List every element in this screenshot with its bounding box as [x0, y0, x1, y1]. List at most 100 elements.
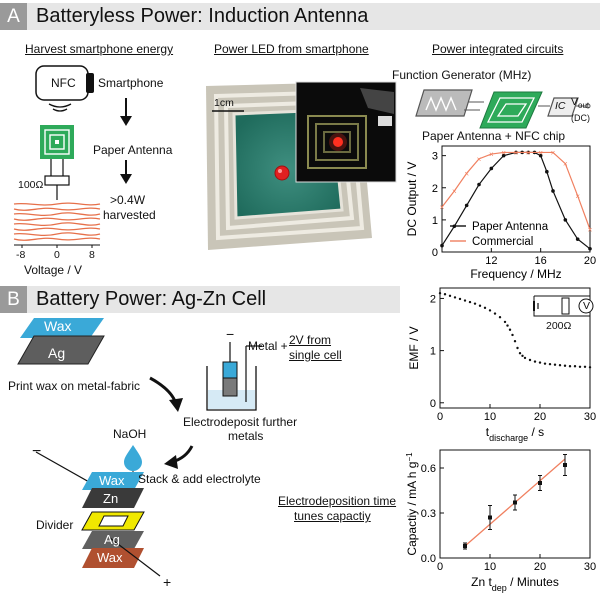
- plot-frame: [441, 145, 591, 253]
- panel-a-title: Batteryless Power: Induction Antenna: [36, 5, 369, 27]
- voltmeter-icon: [578, 298, 594, 314]
- data-point: [501, 153, 506, 158]
- electrode-deposited: [222, 361, 238, 379]
- data-point: [468, 300, 472, 304]
- data-point: ×: [440, 203, 445, 212]
- resistor-200-symbol: [561, 297, 570, 315]
- series-line: [441, 151, 591, 250]
- y-axis-label: DC Output / V: [405, 162, 419, 237]
- voltmeter-label: V: [583, 300, 591, 312]
- x-tick-label: 20: [534, 411, 546, 423]
- vout-text: V: [571, 96, 579, 108]
- led-heading: Power LED from smartphone: [214, 42, 369, 56]
- data-point: [538, 153, 543, 158]
- plus-sign-lead: +: [163, 574, 172, 590]
- data-point: [493, 312, 497, 315]
- x-tick-label: 30: [584, 411, 596, 423]
- data-point: [533, 360, 537, 363]
- data-point: ×: [538, 148, 543, 157]
- data-point: ×: [464, 169, 469, 178]
- data-point: [453, 296, 457, 299]
- paper-antenna-label: Paper Antenna: [93, 143, 173, 157]
- data-point: ×: [551, 148, 556, 157]
- ed-time-line2: tunes capactiy: [294, 509, 371, 523]
- data-point: [568, 365, 572, 368]
- data-point: [548, 362, 552, 366]
- led-photo: [200, 78, 400, 256]
- data-point: [489, 166, 494, 171]
- data-point: [464, 203, 469, 208]
- ic-label: IC: [555, 100, 566, 112]
- resistor-100-symbol: [44, 175, 70, 186]
- y-axis-label: Capactiy / mA h g−1: [405, 452, 420, 556]
- data-point: [543, 362, 547, 365]
- x-tick-label: 10: [484, 561, 496, 573]
- data-point: [523, 356, 527, 360]
- antenna-nfc-label: Paper Antenna + NFC chip: [422, 129, 566, 143]
- data-point: [483, 306, 487, 310]
- power-line2: harvested: [103, 208, 156, 222]
- function-generator-box: [415, 89, 473, 117]
- y-tick-label: 0.3: [421, 508, 436, 520]
- data-point: [575, 237, 580, 241]
- data-point: [558, 364, 562, 367]
- stack-wax-label: Wax: [99, 473, 125, 488]
- data-point: ×: [575, 192, 580, 201]
- y-tick-label: 0: [432, 247, 438, 259]
- beaker: [206, 366, 257, 411]
- nfc-label: NFC: [51, 76, 76, 90]
- y-axis-label-sup: −1: [405, 452, 414, 462]
- wax-layer: [20, 318, 104, 338]
- two-v-line1: 2V from: [289, 333, 332, 347]
- antenna-leads: [50, 159, 64, 176]
- cell-diagram: [17, 318, 262, 577]
- data-point: [506, 324, 509, 327]
- legend-entry: Paper Antenna: [472, 221, 549, 233]
- paper-antenna-icon: [40, 125, 74, 159]
- data-point: [463, 299, 467, 302]
- data-point: [583, 365, 587, 368]
- x-axis-label: Frequency / MHz: [470, 267, 561, 281]
- x-tick-label: 30: [584, 561, 596, 573]
- x-axis-label-sub: discharge: [489, 433, 528, 443]
- data-point: [488, 309, 492, 312]
- vout-label: Vout (DC): [571, 96, 590, 124]
- data-point: [573, 365, 577, 368]
- panel-b-letter: B: [0, 286, 27, 313]
- data-point: [513, 500, 517, 505]
- stack-wax-bottom-label: Wax: [97, 550, 123, 565]
- data-point: [503, 320, 507, 324]
- series-line: [441, 151, 591, 230]
- data-point: [588, 246, 592, 251]
- y-tick-label: 3: [432, 151, 438, 163]
- voltage-axis-label: Voltage / V: [24, 263, 83, 277]
- x-axis-label-unit: / Minutes: [507, 575, 559, 589]
- smartphone-label: Smartphone: [98, 76, 164, 90]
- divider-label: Divider: [36, 518, 74, 532]
- voltage-tick: 8: [89, 249, 95, 261]
- x-axis-label-unit: / s: [528, 425, 544, 439]
- data-point: [458, 297, 462, 301]
- vout-sub: out: [578, 101, 590, 111]
- function-generator-label: Function Generator (MHz): [392, 68, 532, 82]
- ed-time-line1: Electrodeposition time: [278, 494, 397, 508]
- resistor-100-label: 100Ω: [18, 179, 44, 191]
- antenna-nfc-chip: [479, 91, 543, 129]
- stack-label: Stack & add electrolyte: [138, 472, 261, 486]
- data-point: [553, 363, 557, 366]
- data-point: [516, 346, 519, 350]
- emf-circuit-inset: [533, 295, 594, 317]
- electrode-base: [222, 377, 238, 397]
- x-tick-label: 12: [485, 255, 497, 267]
- ag-layer: [18, 336, 104, 364]
- panel-b-title: Battery Power: Ag-Zn Cell: [36, 288, 267, 310]
- ic-diagram: [415, 89, 591, 129]
- panel-a-letter: A: [0, 3, 27, 30]
- data-point: [438, 292, 442, 295]
- y-tick-label: 1: [430, 346, 436, 358]
- panel-b-banner: [27, 286, 400, 313]
- minus-sign-lead: −: [32, 443, 42, 460]
